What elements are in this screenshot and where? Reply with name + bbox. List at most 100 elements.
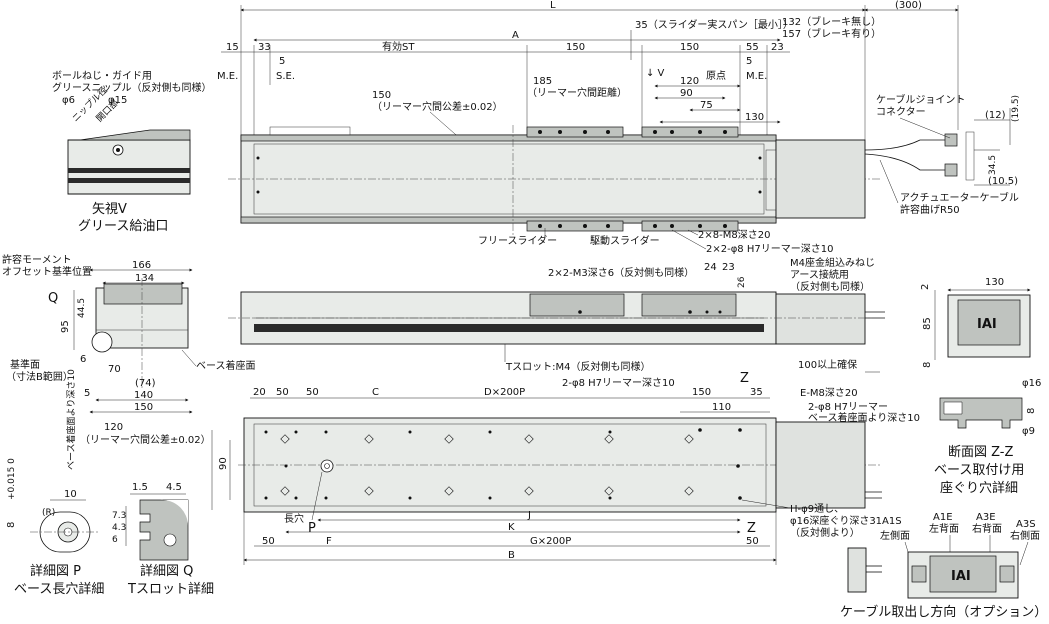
z-dim-phi16: φ16 [1022, 378, 1041, 389]
h-opposite-label: （反対側より） [790, 526, 860, 539]
detail-q-dim-4-5: 4.5 [166, 482, 182, 493]
detail-p-dim-10: 10 [64, 489, 77, 500]
base-view: 20 50 50 C D×200P 2-φ8 H7リーマー深さ10 150 Z … [80, 371, 920, 565]
detail-q-dim-7-3: 7.3 [112, 511, 126, 521]
dim-74: (74) [135, 378, 156, 389]
detail-q-caption-2: Tスロット詳細 [127, 581, 214, 597]
detail-q-dim-6: 6 [112, 535, 118, 545]
z-dim-2: 2 [920, 284, 931, 290]
detail-q: 1.5 4.5 7.3 4.3 6 詳細図 Q Tスロット詳細 [112, 482, 214, 597]
base-reamer-depth-label: ベース着座面より深さ10 [808, 411, 920, 424]
detail-q-dim-4-3: 4.3 [112, 523, 126, 533]
z-caption-2: ベース取付け用 [934, 463, 1024, 478]
z-dim-8b: 8 [1026, 408, 1037, 414]
dim-134: 134 [135, 273, 154, 284]
dim-5-a: 5 [279, 56, 285, 67]
top-view: L (300) A 35（スライダー実スパン［最小］） 132（ブレーキ無し） … [217, 0, 1021, 255]
base-dim-35: 35 [750, 387, 763, 398]
base-dim-G: G×200P [530, 536, 571, 547]
z-dim-phi9: φ9 [1022, 426, 1035, 437]
reamer-tolerance-label: （リーマー穴間公差±0.02） [372, 100, 503, 113]
grease-nipple-label: グリースニップル（反対側も同様） [52, 81, 212, 94]
end-view: 許容モーメント オフセット基準位置 166 134 Q 44.5 95 6 基準… [2, 253, 256, 414]
base-dim-20: 20 [253, 387, 266, 398]
dim-A: A [512, 30, 519, 41]
base-reamer-label: 2-φ8 H7リーマー深さ10 [562, 377, 675, 389]
long-hole-label: 長穴 [284, 512, 304, 525]
base-dim-110: 110 [712, 402, 731, 413]
origin-label: 原点 [706, 70, 726, 82]
q-detail-marker [91, 331, 113, 353]
earth-use-label: アース接続用 [790, 268, 849, 281]
dim-150-b: 150 [680, 42, 699, 53]
dim-55: 55 [746, 42, 759, 53]
dim-19-5: (19.5) [1011, 95, 1021, 122]
detail-p-depth: ベース着座面より深さ10 [65, 369, 77, 470]
a1e-desc: 左背面 [929, 522, 959, 535]
cable-option: A1E 左背面 A3E 右背面 A3S 右側面 左側面 IAI ケーブル取出し方… [840, 512, 1047, 620]
dim-10-5: (10.5) [988, 176, 1018, 187]
z-logo: IAI [977, 317, 997, 332]
dim-300: (300) [895, 0, 922, 11]
dim-34-5: 34.5 [988, 155, 998, 175]
base-dim-K: K [508, 522, 515, 533]
base-dim-50-d: 50 [746, 536, 759, 547]
me-left: M.E. [217, 71, 238, 82]
phi6-label: φ6 [62, 95, 75, 106]
me-right: M.E. [746, 71, 767, 82]
base-dim-50-a: 50 [276, 387, 289, 398]
p-label: P [308, 521, 316, 536]
ball-screw-label: ボールねじ・ガイド用 [52, 70, 152, 82]
tap-m3-label: 2×2-M3深さ6（反対側も同様） [548, 266, 694, 279]
view-v-caption-1: 矢視V [92, 202, 127, 217]
base-dim-120: 120 [104, 422, 123, 433]
base-dim-B: B [508, 550, 515, 561]
cable-option-logo: IAI [951, 569, 971, 584]
base-dim-50-b: 50 [306, 387, 319, 398]
se-label: S.E. [276, 71, 295, 82]
detail-p: 8 +0.015 0 ベース着座面より深さ10 10 (R) 詳細図 P ベース… [6, 369, 104, 597]
dim-185: 185 [533, 76, 552, 87]
phi15-label: φ15 [108, 95, 127, 106]
dim-23: 23 [771, 42, 784, 53]
base-dim-J: J [527, 510, 531, 521]
base-e-tap-label: E-M8深さ20 [800, 387, 858, 399]
cable-joint-label: ケーブルジョイント [876, 93, 965, 106]
brake-with-label: 157（ブレーキ有り） [782, 27, 881, 40]
dim-150: 150 [134, 402, 153, 413]
reamer-distance-label: （リーマー穴間距離） [527, 86, 627, 99]
free-slider-label: フリースライダー [478, 234, 557, 247]
dim-150-a: 150 [566, 42, 585, 53]
z-end-view: 130 IAI 2 85 8 φ16 8 φ9 断面図 Z-Z ベース取付け用 … [920, 277, 1041, 496]
t-slot-label: Tスロット:M4（反対側も同様） [505, 360, 650, 373]
moment-offset-label-2: オフセット基準位置 [2, 265, 92, 278]
earth-opposite-label: （反対側も同様） [790, 280, 870, 293]
z-dim-8: 8 [922, 362, 933, 368]
brake-none-label: 132（ブレーキ無し） [782, 15, 881, 28]
dim-95: 95 [60, 320, 71, 333]
detail-p-dim-8: 8 [6, 522, 17, 528]
dim-130: 130 [745, 112, 764, 123]
detail-q-dim-1-5: 1.5 [132, 482, 148, 493]
dim-75: 75 [700, 100, 713, 111]
cable-option-caption: ケーブル取出し方向（オプション） [840, 604, 1047, 620]
detail-p-caption-2: ベース長穴詳細 [14, 581, 104, 597]
dim-140: 140 [134, 390, 153, 401]
z-dim-85: 85 [922, 317, 933, 330]
bend-radius-label: 許容曲げR50 [900, 203, 960, 216]
a1s-desc: 左側面 [880, 529, 910, 542]
drive-slider-label: 駆動スライダー [590, 234, 660, 247]
z-dim-130: 130 [985, 277, 1004, 288]
clearance-label: 100以上確保 [798, 358, 857, 371]
base-z-bottom: Z [747, 521, 756, 536]
dim-L: L [550, 0, 556, 11]
view-v-detail: ボールねじ・ガイド用 グリースニップル（反対側も同様） φ6 φ15 ニップル径… [52, 70, 212, 234]
base-reamer-label-b: 2-φ8 H7リーマー [808, 402, 888, 413]
moment-offset-label-1: 許容モーメント [2, 253, 72, 266]
a3s-label: A3S [1016, 519, 1036, 530]
dim-166: 166 [132, 260, 151, 271]
base-dim-150: 150 [692, 387, 711, 398]
dim-150-reamer: 150 [372, 90, 391, 101]
dim-33: 33 [258, 42, 271, 53]
